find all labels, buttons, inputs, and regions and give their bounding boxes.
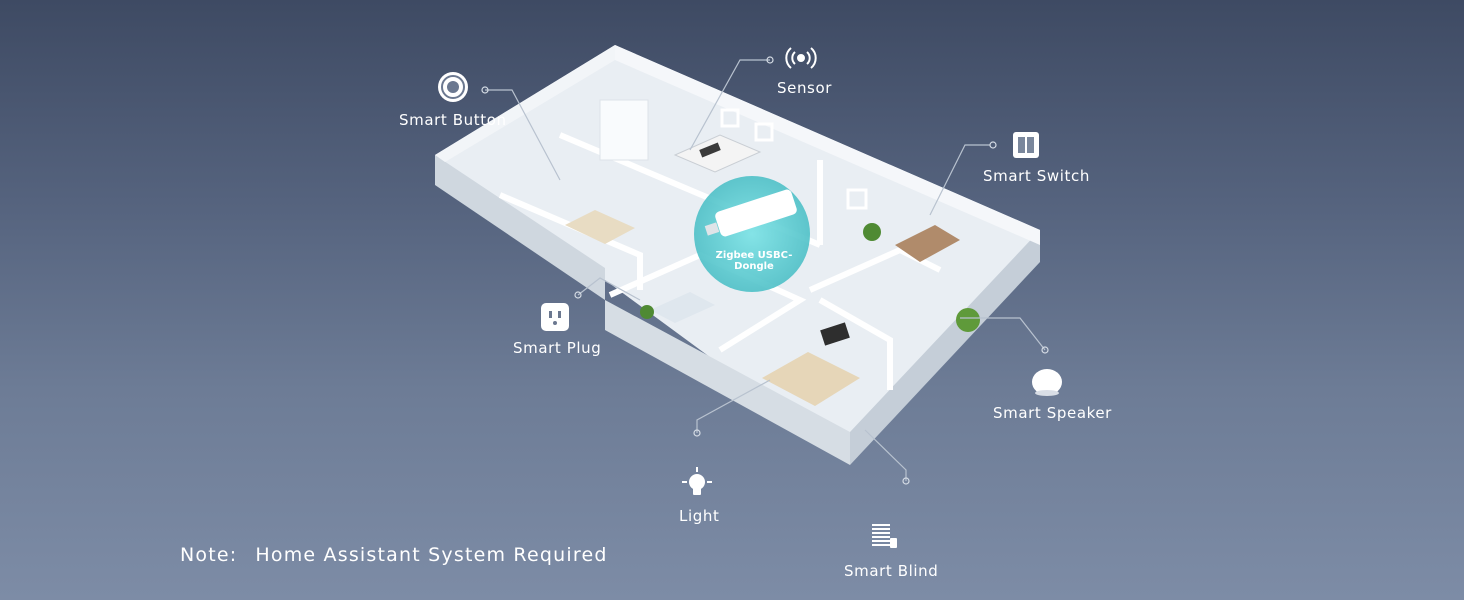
window-2 bbox=[754, 122, 774, 142]
window-1 bbox=[720, 108, 740, 128]
callout-dot-switch bbox=[989, 141, 997, 149]
dark-cushion bbox=[699, 142, 721, 158]
label-sensor: Sensor bbox=[777, 79, 833, 97]
wall-left-front bbox=[435, 155, 605, 300]
label-light: Light bbox=[679, 507, 720, 525]
note-prefix: Note: bbox=[180, 544, 238, 566]
dongle-connector bbox=[704, 222, 720, 236]
callout-line-light bbox=[696, 379, 771, 433]
partition-5 bbox=[808, 246, 942, 293]
label-smart-speaker: Smart Speaker bbox=[993, 404, 1112, 422]
signal-icon bbox=[785, 47, 817, 69]
partition-6 bbox=[818, 297, 893, 390]
callout-line-switch bbox=[929, 144, 990, 216]
kitchen-counter bbox=[895, 225, 960, 262]
wall-back-right bbox=[615, 45, 1040, 245]
partition-2 bbox=[498, 192, 643, 290]
wall-right-front bbox=[850, 230, 1040, 465]
outlet-icon bbox=[541, 303, 569, 331]
plant-1 bbox=[956, 308, 980, 332]
callout-dot-light bbox=[693, 429, 701, 437]
callout-dot-sensor bbox=[766, 56, 774, 64]
hub-label: Zigbee USBC-Dongle bbox=[715, 250, 793, 272]
label-smart-button: Smart Button bbox=[399, 111, 507, 129]
plant-3 bbox=[640, 305, 654, 319]
wall-front bbox=[605, 300, 850, 465]
sofa bbox=[673, 134, 762, 173]
callout-dot-plug bbox=[574, 291, 582, 299]
dongle bbox=[715, 189, 797, 237]
target-icon bbox=[438, 72, 468, 102]
callout-line-plug bbox=[577, 277, 641, 301]
callout-line-button bbox=[485, 89, 561, 181]
switch-icon bbox=[1013, 132, 1039, 158]
label-smart-blind: Smart Blind bbox=[844, 562, 939, 580]
wall-back-left bbox=[435, 45, 615, 162]
note-text: Home Assistant System Required bbox=[255, 544, 608, 566]
label-smart-plug: Smart Plug bbox=[513, 339, 602, 357]
window-3 bbox=[846, 188, 868, 210]
callout-dot-speaker bbox=[1041, 346, 1049, 354]
bed-bottom bbox=[762, 352, 860, 406]
window-grid bbox=[599, 99, 649, 161]
plant-2 bbox=[863, 223, 881, 241]
callout-line-blind bbox=[864, 429, 907, 481]
callout-dot-blind bbox=[902, 477, 910, 485]
tv bbox=[820, 322, 850, 346]
blind-icon bbox=[872, 524, 897, 548]
label-smart-switch: Smart Switch bbox=[983, 167, 1090, 185]
callout-dot-button bbox=[481, 86, 489, 94]
speaker-icon bbox=[1032, 369, 1062, 396]
bed-top-left bbox=[565, 210, 635, 244]
callout-line-sensor bbox=[689, 59, 770, 151]
requirement-note: Note: Home Assistant System Required bbox=[180, 544, 626, 566]
callout-line-speaker bbox=[960, 317, 1046, 351]
desk bbox=[650, 292, 715, 323]
bulb-icon bbox=[682, 467, 712, 495]
